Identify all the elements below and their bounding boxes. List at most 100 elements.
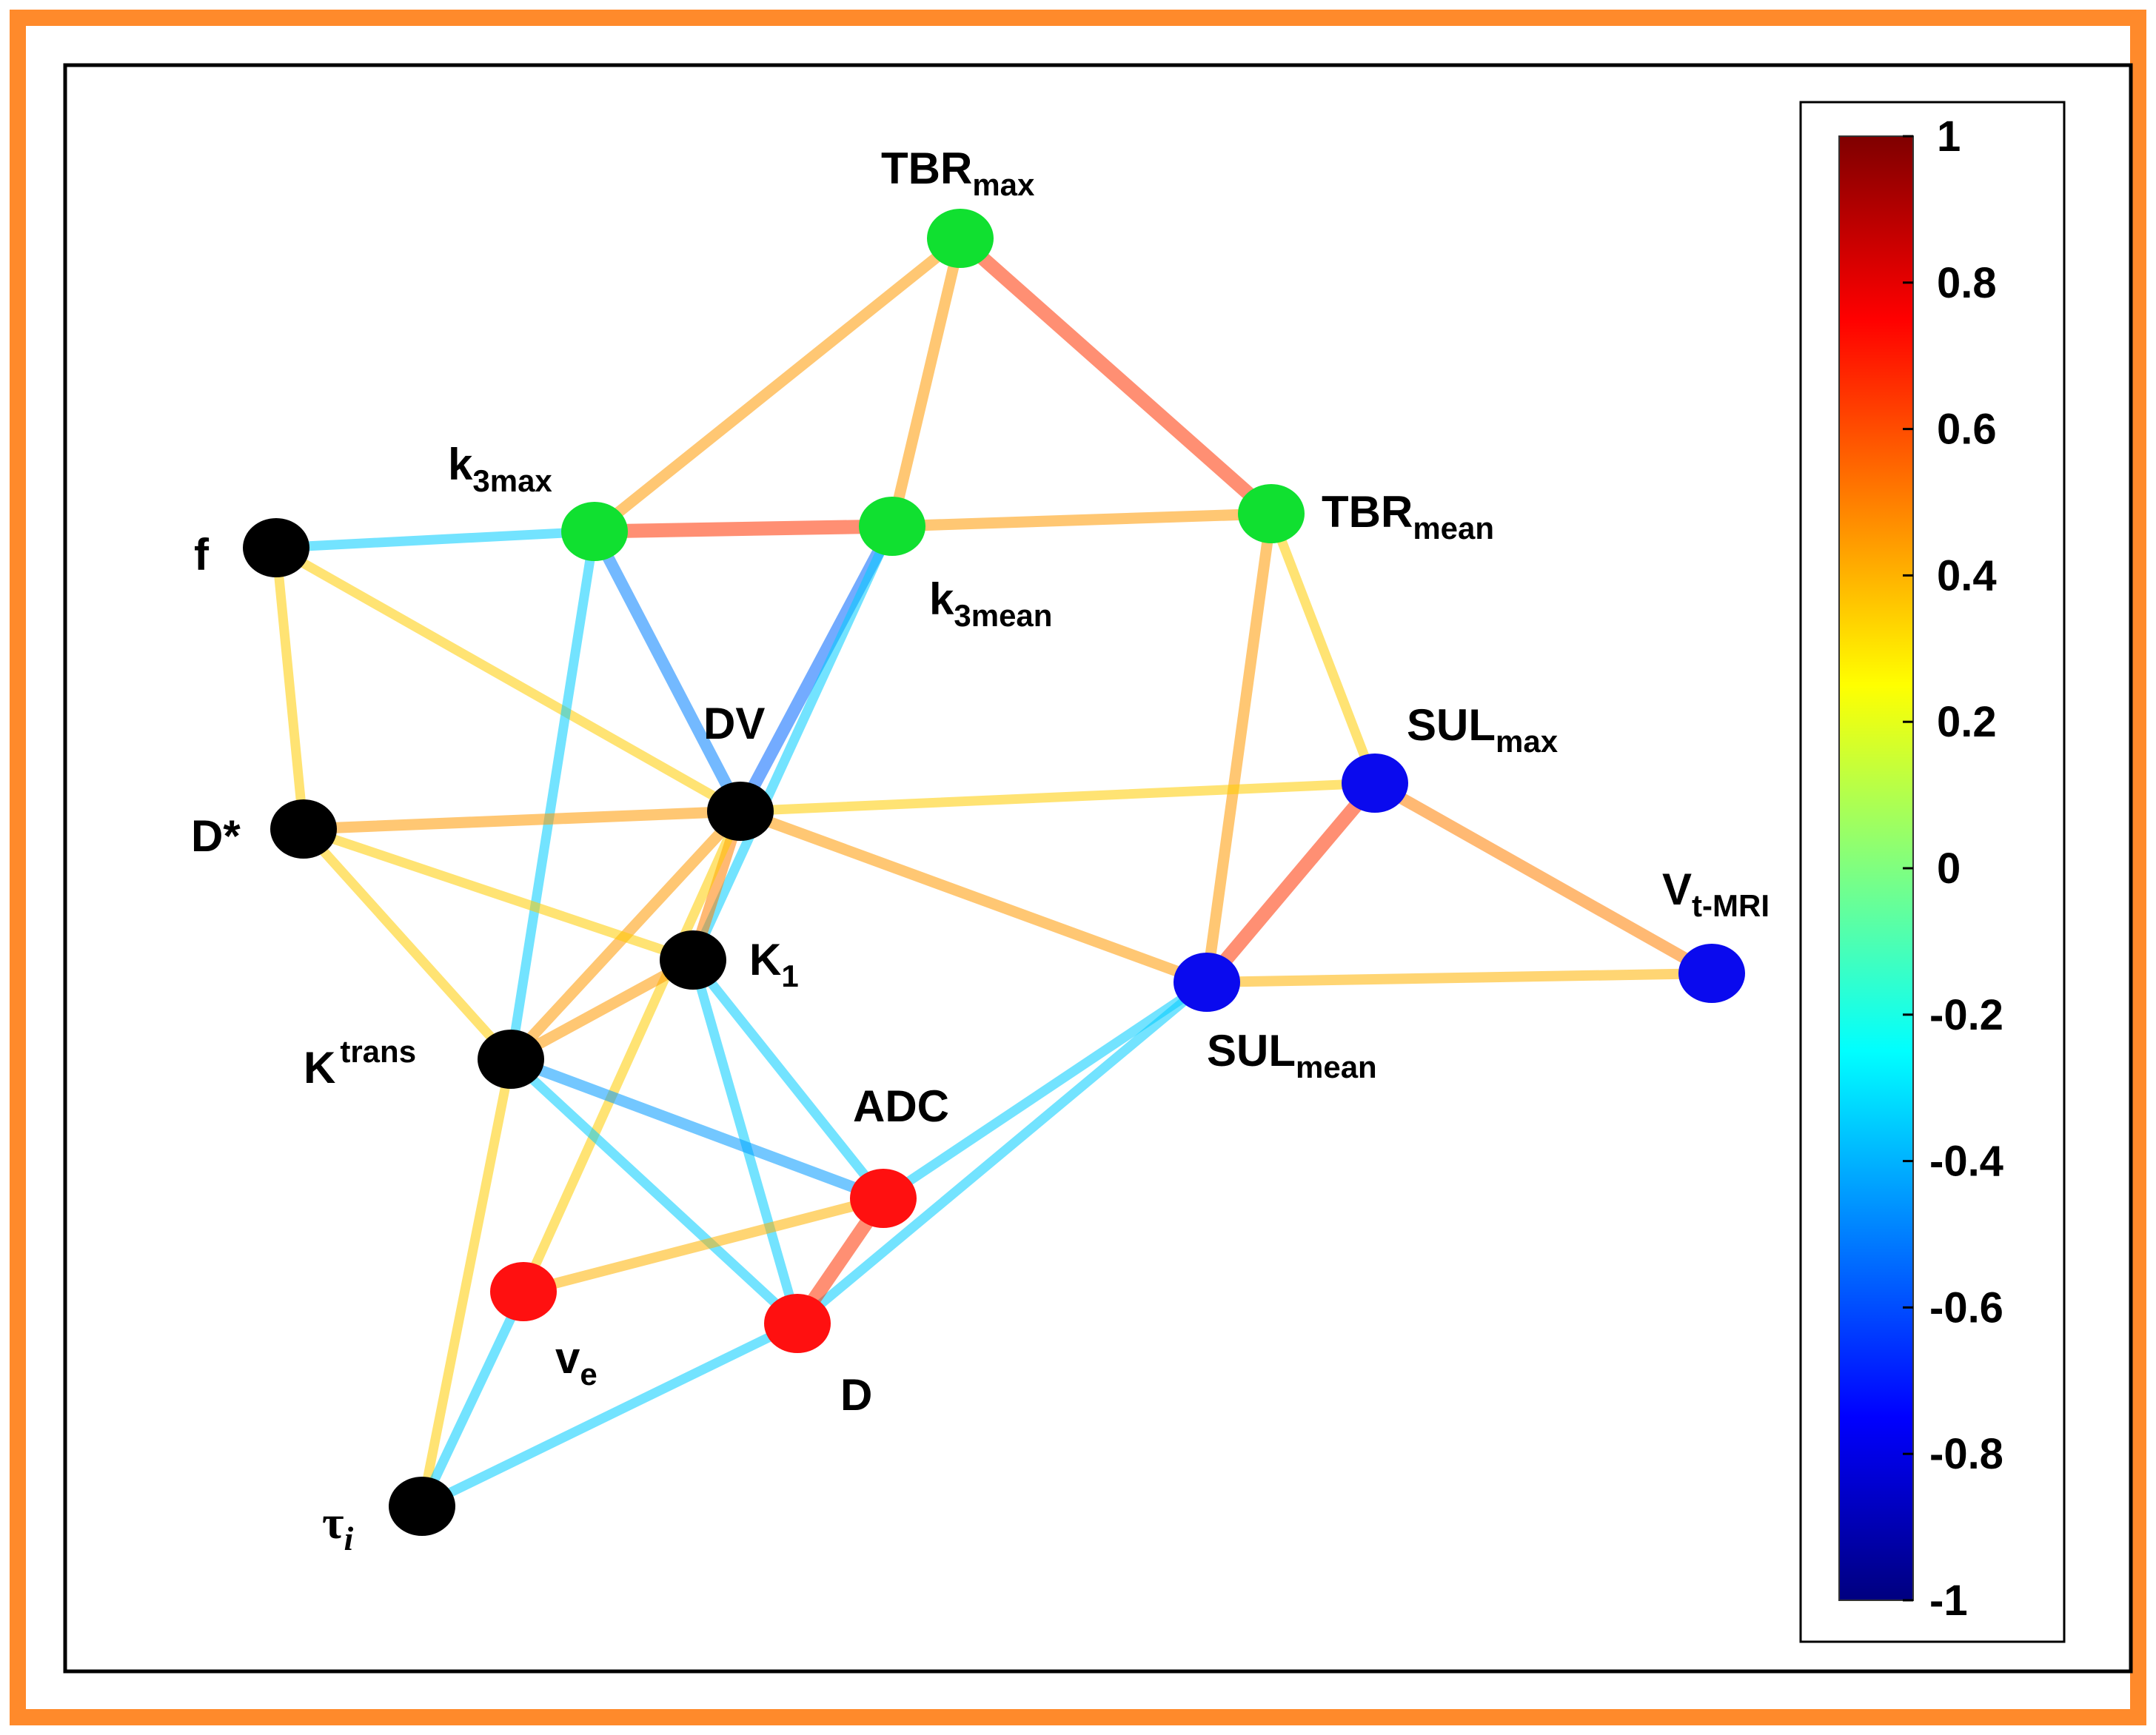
label-TBRmax-base: TBR: [881, 144, 972, 193]
edge-f-k3max: [271, 526, 600, 553]
label-ADC: ADC: [853, 1081, 949, 1131]
edge-SULmax-Vt: [1369, 777, 1718, 979]
colorbar: 10.80.60.40.20-0.2-0.4-0.6-0.8-1: [1799, 101, 2066, 1643]
colorbar-tick-label: 1: [1937, 113, 1961, 161]
edge-Dstar-Ktrans: [298, 824, 516, 1064]
node-SULmax: [1342, 754, 1408, 813]
label-ve: ve: [555, 1333, 597, 1392]
edge-K1-ADC: [688, 955, 888, 1204]
edge-DV-SULmax: [735, 778, 1380, 816]
colorbar-tick-label: -0.8: [1929, 1430, 2003, 1478]
label-SULmean-base: SUL: [1207, 1026, 1296, 1075]
label-ve-base: v: [555, 1333, 580, 1383]
label-D-base: D: [840, 1370, 872, 1420]
label-Ktrans-superscript: trans: [340, 1034, 416, 1069]
edge-k3mean-K1: [688, 521, 897, 965]
edge-DV-ve: [518, 806, 746, 1297]
label-K1-subscript: 1: [781, 959, 798, 993]
node-layer: [243, 209, 1745, 1536]
edge-ve-tau: [417, 1286, 529, 1511]
edge-Dstar-K1: [298, 824, 698, 965]
node-TBRmax: [927, 209, 994, 268]
edge-f-Dstar: [271, 543, 309, 834]
node-Ktrans: [478, 1030, 544, 1089]
label-k3mean-base: k: [929, 574, 954, 624]
node-ve: [490, 1262, 557, 1321]
node-k3mean: [859, 497, 925, 556]
node-tau: [389, 1477, 455, 1536]
label-Vt: Vt-MRI: [1662, 865, 1770, 923]
node-k3max: [561, 502, 628, 561]
edge-Ktrans-ADC: [505, 1053, 889, 1204]
label-Vt-base: V: [1662, 865, 1692, 914]
label-SULmean-subscript: mean: [1296, 1050, 1377, 1084]
node-SULmean: [1174, 953, 1240, 1012]
edge-SULmean-ADC: [878, 977, 1212, 1204]
edge-TBRmax-TBRmean: [953, 231, 1279, 521]
edge-TBRmean-SULmean: [1201, 508, 1277, 988]
edge-Ktrans-tau: [417, 1054, 516, 1511]
edge-ADC-ve: [518, 1193, 888, 1297]
label-TBRmean: TBRmean: [1322, 487, 1494, 546]
node-ADC: [850, 1169, 917, 1228]
label-TBRmax: TBRmax: [881, 144, 1035, 202]
edge-K1-Ktrans: [505, 954, 699, 1065]
edge-k3max-k3mean: [587, 519, 900, 539]
edge-SULmax-SULmean: [1199, 776, 1382, 990]
edge-DV-SULmean: [734, 805, 1213, 988]
colorbar-tick-label: 0.8: [1937, 259, 1997, 307]
colorbar-tick-label: 0.4: [1937, 551, 1997, 600]
edge-f-DV: [271, 543, 746, 816]
label-tau-subscript: i: [344, 1520, 354, 1557]
edge-SULmean-Vt: [1202, 968, 1717, 987]
colorbar-tick-label: 0.2: [1937, 698, 1997, 746]
label-f: f: [194, 530, 210, 580]
label-DV-base: DV: [703, 699, 765, 748]
label-ve-subscript: e: [580, 1357, 597, 1392]
colorbar-tick-label: -1: [1929, 1577, 1968, 1625]
label-k3max-base: k: [448, 440, 473, 489]
edge-k3mean-TBRmean: [886, 508, 1277, 532]
label-K1: K1: [749, 935, 799, 993]
label-k3mean: k3mean: [929, 574, 1052, 633]
label-k3max: k3max: [448, 440, 552, 498]
label-k3max-subscript: 3max: [472, 463, 552, 498]
edge-TBRmax-k3mean: [886, 232, 966, 532]
label-SULmax-base: SUL: [1407, 700, 1496, 750]
label-k3mean-subscript: 3mean: [954, 598, 1052, 633]
node-DV: [707, 782, 774, 841]
label-Ktrans-base: K: [304, 1043, 335, 1093]
node-Vt: [1678, 944, 1745, 1003]
label-SULmax: SULmax: [1407, 700, 1559, 759]
label-D: D: [840, 1370, 872, 1420]
label-SULmean: SULmean: [1207, 1026, 1377, 1084]
edge-k3max-DV: [589, 526, 746, 817]
edge-layer: [271, 231, 1718, 1511]
node-D: [764, 1294, 831, 1353]
edge-TBRmax-k3max: [589, 232, 966, 537]
colorbar-tick-label: -0.2: [1929, 991, 2003, 1039]
label-SULmax-subscript: max: [1496, 724, 1559, 759]
label-TBRmax-subscript: max: [972, 167, 1035, 202]
label-ADC-base: ADC: [853, 1081, 949, 1131]
node-K1: [660, 930, 726, 990]
node-f: [243, 518, 309, 577]
label-TBRmean-base: TBR: [1322, 487, 1413, 537]
label-K1-base: K: [749, 935, 781, 984]
edge-Ktrans-D: [506, 1054, 803, 1329]
colorbar-tick-label: -0.6: [1929, 1283, 2003, 1332]
colorbar-gradient: [1838, 135, 1914, 1601]
node-TBRmean: [1238, 484, 1305, 543]
label-tau: τi: [322, 1496, 354, 1557]
label-TBRmean-subscript: mean: [1413, 511, 1494, 546]
colorbar-ticks: 10.80.60.40.20-0.2-0.4-0.6-0.8-1: [1903, 113, 2003, 1625]
label-Dstar-base: D*: [191, 811, 241, 861]
label-DV: DV: [703, 699, 765, 748]
edge-D-tau: [417, 1318, 803, 1511]
node-Dstar: [270, 799, 337, 859]
colorbar-tick-label: -0.4: [1929, 1138, 2003, 1186]
edge-k3max-Ktrans: [506, 526, 600, 1064]
